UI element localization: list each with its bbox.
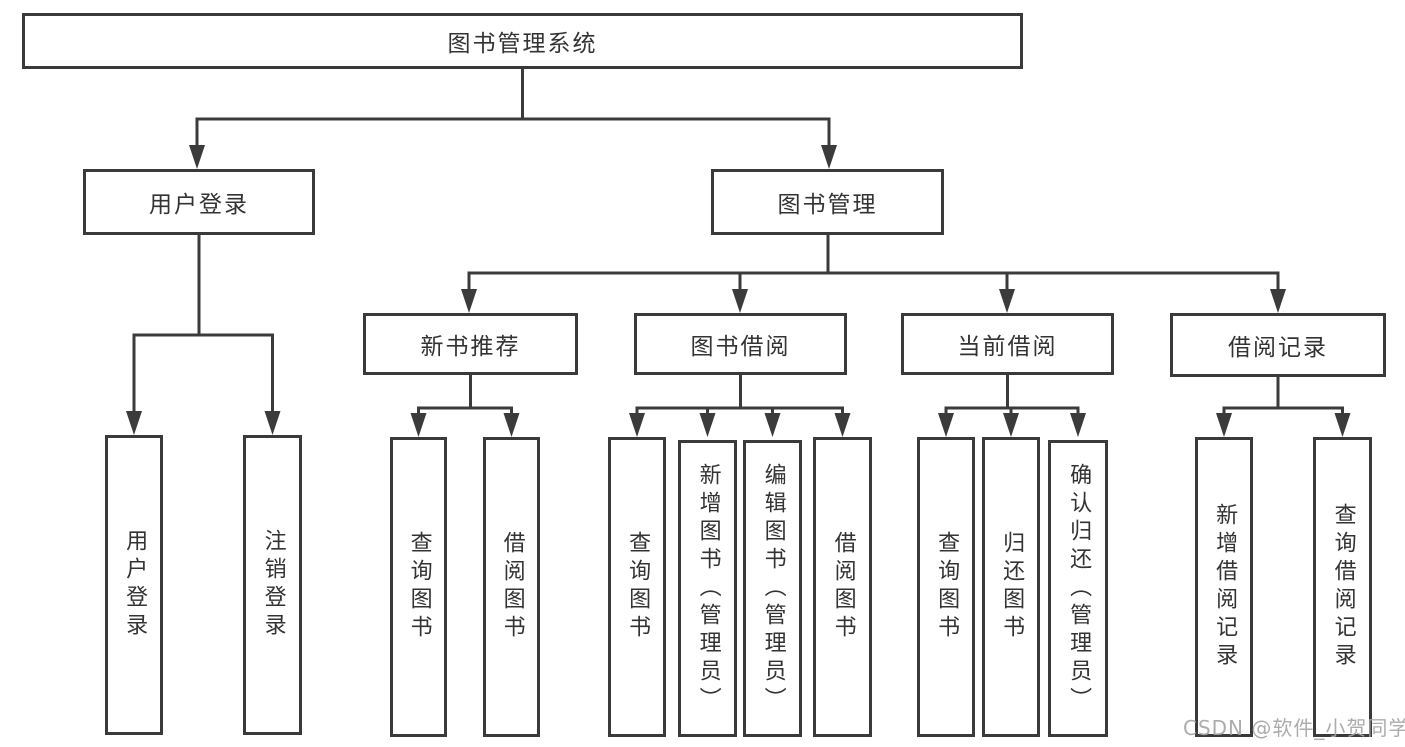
node-borrow-records-label: 借阅记录 bbox=[1228, 335, 1328, 361]
leaf-borrow-add-books-admin-label: 新增图书（管理员） bbox=[695, 462, 721, 715]
leaf-user-login: 用户登录 bbox=[105, 435, 163, 735]
leaf-borrow-query-books: 查询图书 bbox=[608, 437, 666, 737]
edge-user-login-branch bbox=[132, 235, 274, 418]
edge-root-to-level2 bbox=[195, 69, 831, 150]
node-book-management-label: 图书管理 bbox=[777, 192, 878, 218]
edge-borrow-records-branch bbox=[1222, 377, 1344, 420]
leaf-recommend-query-books: 查询图书 bbox=[390, 437, 447, 737]
leaf-records-query-record-label: 查询借阅记录 bbox=[1330, 503, 1356, 671]
leaf-logout: 注销登录 bbox=[243, 435, 302, 735]
leaf-records-add-record-label: 新增借阅记录 bbox=[1212, 503, 1238, 671]
node-user-login: 用户登录 bbox=[83, 169, 315, 235]
leaf-borrow-add-books-admin: 新增图书（管理员） bbox=[678, 440, 737, 737]
node-new-book-recommend: 新书推荐 bbox=[363, 313, 578, 375]
node-current-borrow-label: 当前借阅 bbox=[957, 334, 1058, 360]
leaf-records-query-record: 查询借阅记录 bbox=[1313, 437, 1372, 737]
node-root-label: 图书管理系统 bbox=[447, 31, 598, 57]
csdn-watermark: CSDN @软件_小贺同学 bbox=[1183, 716, 1405, 740]
leaf-current-query-books: 查询图书 bbox=[917, 437, 975, 737]
leaf-user-login-label: 用户登录 bbox=[122, 529, 148, 641]
leaf-current-return-books: 归还图书 bbox=[982, 437, 1040, 737]
node-borrow-records: 借阅记录 bbox=[1170, 313, 1386, 377]
leaf-recommend-borrow-books: 借阅图书 bbox=[483, 437, 540, 737]
node-user-login-label: 用户登录 bbox=[149, 192, 249, 218]
node-book-management: 图书管理 bbox=[711, 169, 944, 235]
leaf-logout-label: 注销登录 bbox=[260, 529, 286, 641]
leaf-current-confirm-return-admin: 确认归还（管理员） bbox=[1048, 440, 1108, 737]
leaf-recommend-query-books-label: 查询图书 bbox=[406, 531, 432, 643]
node-book-borrow-label: 图书借阅 bbox=[690, 334, 791, 360]
leaf-recommend-borrow-books-label: 借阅图书 bbox=[499, 531, 525, 643]
leaf-borrow-edit-books-admin: 编辑图书（管理员） bbox=[743, 440, 802, 737]
leaf-current-query-books-label: 查询图书 bbox=[934, 531, 960, 643]
leaf-borrow-edit-books-admin-label: 编辑图书（管理员） bbox=[760, 462, 786, 715]
edge-book-borrow-branch bbox=[635, 375, 844, 420]
leaf-records-add-record: 新增借阅记录 bbox=[1195, 437, 1253, 737]
edge-book-management-branch bbox=[467, 235, 1280, 296]
leaf-borrow-query-books-label: 查询图书 bbox=[625, 531, 651, 643]
edge-new-book-recommend-branch bbox=[417, 375, 513, 420]
node-new-book-recommend-label: 新书推荐 bbox=[420, 334, 521, 360]
leaf-borrow-borrow-books-label: 借阅图书 bbox=[830, 531, 856, 643]
node-book-borrow: 图书借阅 bbox=[634, 313, 847, 375]
leaf-borrow-borrow-books: 借阅图书 bbox=[813, 437, 872, 737]
node-current-borrow: 当前借阅 bbox=[901, 313, 1114, 375]
leaf-current-confirm-return-admin-label: 确认归还（管理员） bbox=[1066, 462, 1092, 715]
leaf-current-return-books-label: 归还图书 bbox=[999, 531, 1025, 643]
arrowhead-icons bbox=[126, 145, 1351, 437]
node-root: 图书管理系统 bbox=[22, 13, 1023, 69]
